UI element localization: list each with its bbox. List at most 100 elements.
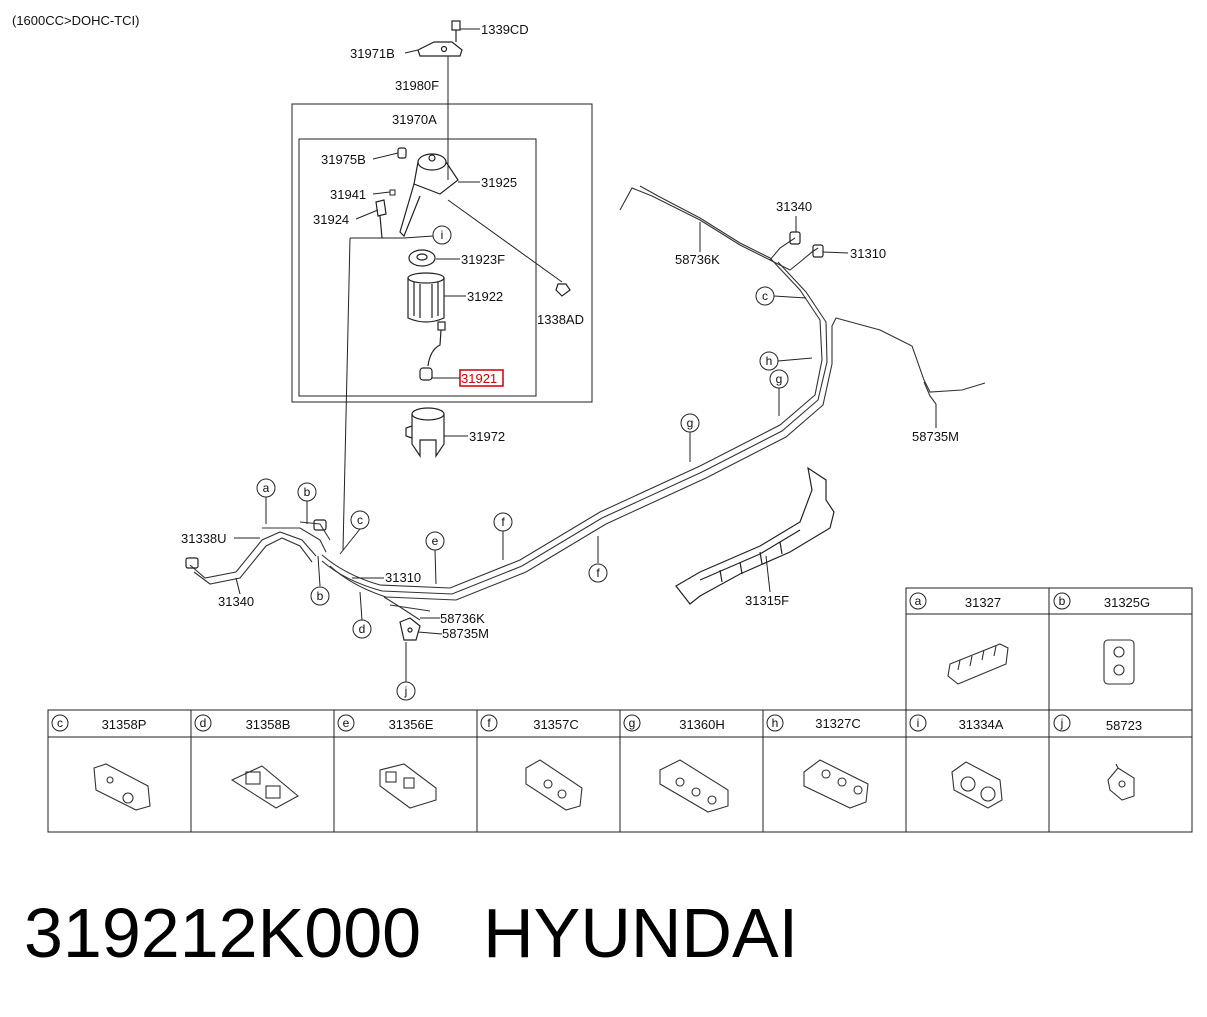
callout-c-group-rear: c [755,286,775,306]
callout-f-group-lower: f [588,563,608,583]
legend-cell-j: j 58723 [1053,714,1142,801]
label-31972: 31972 [469,429,505,444]
callout-c-circle-rear [755,286,775,306]
label-31338U: 31338U [181,531,227,546]
callout-c-circle-front [350,510,370,530]
clip-31327-icon [947,643,1009,685]
assembly-box-31980F [291,103,593,403]
legend-cell-d: d 31358B [194,714,299,809]
highlight-box-31921 [459,369,504,387]
legend-letter-h: h [772,716,779,730]
clip-58735M-icon [399,617,421,641]
legend-top-table [905,587,1193,711]
legend-cell-b: b 31325G [1053,592,1150,685]
fuel-line-front-icon [189,521,331,585]
footer-part-number: 319212K000 [24,894,422,972]
legend-part-58723: 58723 [1106,718,1142,733]
heat-shield-31315F-icon [675,466,835,605]
callout-g-group-rear: g [769,369,789,389]
legend-cell-i: i 31334A [909,714,1004,809]
label-31922: 31922 [467,289,503,304]
label-31315F: 31315F [745,593,789,608]
callout-j: j [404,684,408,698]
callout-f-upper: f [501,515,505,529]
callout-g-circle-mid [680,413,700,433]
callout-c-rear: c [762,289,768,303]
fuel-line-upper-branch-icon [619,187,937,405]
legend-cell-e: e 31356E [337,714,437,809]
callout-g-circle-rear [769,369,789,389]
callout-e-group: e [425,531,445,551]
footer-caption: 319212K000 HYUNDAI [24,888,798,978]
legend-bottom-table [47,709,1193,833]
label-31924: 31924 [313,212,349,227]
footer-brand: HYUNDAI [483,894,799,972]
legend-part-31356E: 31356E [389,717,434,732]
callout-j-group: j [396,681,416,701]
legend-part-31334A: 31334A [959,717,1004,732]
sensor-31921-icon [419,329,442,381]
filter-31922-icon [407,272,446,331]
label-31975B: 31975B [321,152,366,167]
callout-f-circle-upper [493,512,513,532]
callout-f-group-upper: f [493,512,513,532]
connector-31924-icon [375,199,387,239]
callout-j-circle [396,681,416,701]
callout-a-circle [256,478,276,498]
label-1338AD: 1338AD [537,312,584,327]
legend-letter-d: d [200,716,207,730]
legend-letter-i: i [917,716,920,730]
bolt-1339CD-icon [451,20,461,42]
label-31340-rear: 31340 [776,199,812,214]
clip-31941-icon [389,189,396,196]
callout-h-circle [759,351,779,371]
callout-g-group-mid: g [680,413,700,433]
clip-31358B-icon [230,765,299,809]
clip-31327C-icon [803,759,869,809]
legend-letter-c: c [57,716,63,730]
callout-leaders [265,295,813,682]
label-58736K-front: 58736K [440,611,485,626]
label-58736K-rear: 58736K [675,252,720,267]
legend-cell-c: c 31358P [51,714,151,811]
callout-a: a [263,481,270,495]
callout-b-group-lower: b [310,586,330,606]
callout-a-group: a [256,478,276,498]
label-31941: 31941 [330,187,366,202]
bracket-31925-icon [399,153,459,238]
label-31923F: 31923F [461,252,505,267]
connector-31310-icon [812,244,824,258]
clip-31334A-icon [951,761,1003,809]
callout-h-group: h [759,351,779,371]
callout-i-circle [432,225,452,245]
callout-g-rear: g [776,372,783,386]
callout-b-circle-lower [310,586,330,606]
label-31980F: 31980F [395,78,439,93]
callout-f-lower: f [596,566,600,580]
legend-cell-g: g 31360H [623,714,729,813]
legend-letter-a: a [915,594,922,608]
callout-i: i [441,228,444,242]
legend-cell-f: f 31357C [480,714,583,811]
label-31971B: 31971B [350,46,395,61]
clip-31356E-icon [379,763,437,809]
callout-f-circle-lower [588,563,608,583]
callout-h: h [766,354,773,368]
engine-spec-label: (1600CC>DOHC-TCI) [12,13,140,28]
callout-d-circle [352,619,372,639]
legend-letter-j: j [1060,716,1064,730]
connector-31340-icon [185,231,801,569]
callout-c-front: c [357,513,363,527]
legend-cell-a: a 31327 [909,592,1009,685]
fuel-line-main-icon [321,185,986,621]
legend-letter-b: b [1059,594,1066,608]
callout-g-mid: g [687,416,694,430]
assembly-box-31970A [298,138,537,397]
clip-31358P-icon [93,763,151,811]
callout-b-upper: b [304,485,311,499]
label-31970A: 31970A [392,112,437,127]
screw-31975B-icon [397,147,407,159]
label-31340-front: 31340 [218,594,254,609]
legend-part-31360H: 31360H [679,717,725,732]
